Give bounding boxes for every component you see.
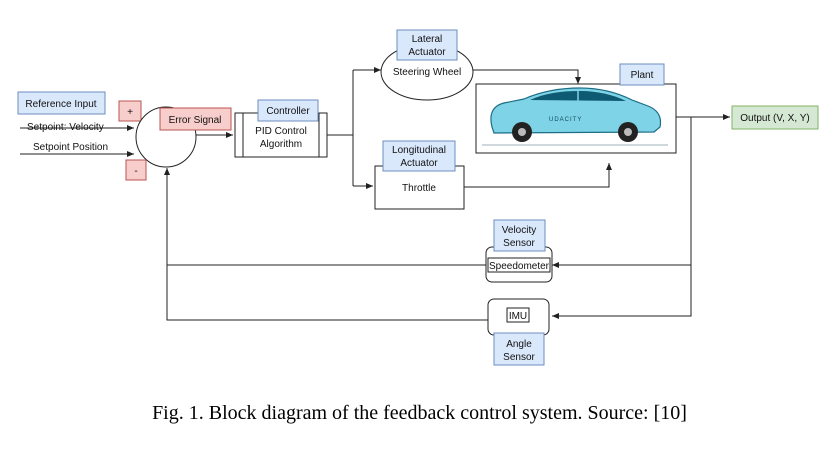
controller-label-box <box>257 99 319 122</box>
connector-lines <box>20 67 730 321</box>
pid-line1: PID Control <box>255 126 307 137</box>
error-signal-label: Error Signal <box>169 115 222 126</box>
figure-caption: Fig. 1. Block diagram of the feedback co… <box>152 402 687 424</box>
reference-input-label-box <box>17 91 106 115</box>
velocity-sensor-block: Velocity Sensor Speedometer <box>485 219 553 283</box>
velocity-sensor-label-box <box>493 219 546 252</box>
setpoint-position-label: Setpoint Position <box>33 142 108 153</box>
error-signal-label-box <box>159 107 232 131</box>
output-label: Output (V, X, Y) <box>740 113 809 124</box>
setpoint-velocity-label: Setpoint: Velocity <box>27 122 104 133</box>
lateral-actuator-label-box <box>396 29 458 61</box>
steering-wheel-label: Steering Wheel <box>393 67 461 78</box>
angle-sensor-line2: Sensor <box>503 352 535 363</box>
speedometer-label: Speedometer <box>489 261 550 272</box>
controller-block: Controller PID Control Algorithm <box>234 99 328 158</box>
speedometer-box <box>487 257 551 273</box>
output-label-box <box>731 105 819 130</box>
imu-inner-box <box>506 307 530 323</box>
longitudinal-actuator-label-box <box>382 140 456 172</box>
steering-to-plant-arrow <box>472 69 581 84</box>
feedback-control-block-diagram: Reference Input Setpoint: Velocity Setpo… <box>17 29 819 366</box>
throttle-label: Throttle <box>402 183 436 194</box>
throttle-to-plant-arrow <box>464 163 612 188</box>
reference-input-label: Reference Input <box>25 99 96 110</box>
angle-sensor-label-box <box>493 332 545 366</box>
imu-label: IMU <box>509 311 527 322</box>
velocity-sensor-line2: Sensor <box>503 238 535 249</box>
plant-block: Plant UDACITY <box>475 63 677 154</box>
angle-sensor-block: IMU Angle Sensor <box>487 298 550 366</box>
velocity-sensor-line1: Velocity <box>502 225 536 236</box>
throttle-block <box>374 165 465 210</box>
plus-sign-box <box>118 100 142 122</box>
plus-sign: + <box>127 107 133 118</box>
longitudinal-actuator-line1: Longitudinal <box>392 145 446 156</box>
minus-sign: - <box>134 166 137 177</box>
minus-sign-box <box>125 159 147 181</box>
car-brand-text: UDACITY <box>549 117 582 123</box>
plant-label: Plant <box>631 70 654 81</box>
plant-label-box <box>619 63 665 86</box>
angle-sensor-line1: Angle <box>506 339 532 350</box>
pid-line2: Algorithm <box>260 139 302 150</box>
imu-return-arrow <box>164 168 488 321</box>
car-image: UDACITY <box>482 87 668 146</box>
lateral-actuator-line1: Lateral <box>412 34 443 45</box>
lateral-actuator-block: Lateral Actuator Steering Wheel <box>380 29 474 101</box>
feedback-to-imu-arrow <box>552 117 692 319</box>
longitudinal-actuator-line2: Actuator <box>400 158 438 169</box>
lateral-actuator-line2: Actuator <box>408 47 446 58</box>
longitudinal-actuator-block: Longitudinal Actuator Throttle <box>374 140 465 210</box>
controller-label: Controller <box>266 106 310 117</box>
